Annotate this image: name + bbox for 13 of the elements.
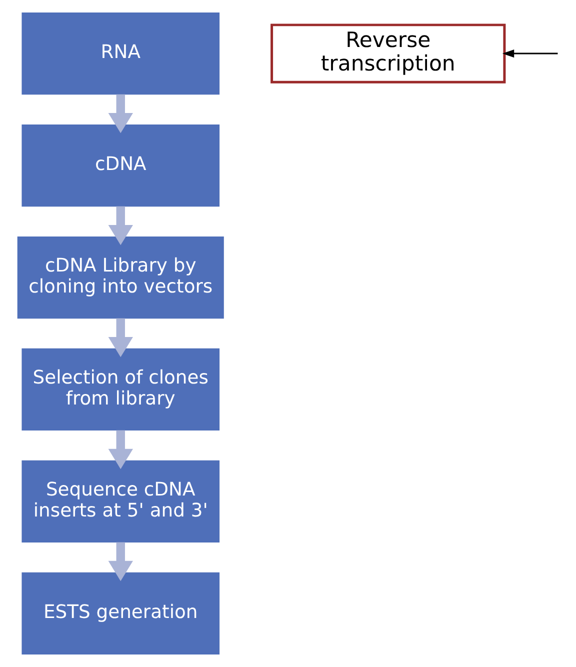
arrow — [108, 206, 132, 246]
node-box: cDNA — [21, 124, 220, 207]
node-box: RNA — [21, 12, 220, 95]
arrow — [108, 318, 132, 358]
arrow — [108, 94, 132, 134]
arrow — [502, 49, 558, 58]
node-box: Selection of clones from library — [21, 348, 220, 431]
node-box: Reverse transcription — [270, 24, 506, 84]
arrow — [108, 430, 132, 470]
node-box: Sequence cDNA inserts at 5' and 3' — [21, 460, 220, 543]
arrow — [108, 542, 132, 582]
node-box: ESTS generation — [21, 572, 220, 654]
node-box: cDNA Library by cloning into vectors — [16, 236, 224, 319]
